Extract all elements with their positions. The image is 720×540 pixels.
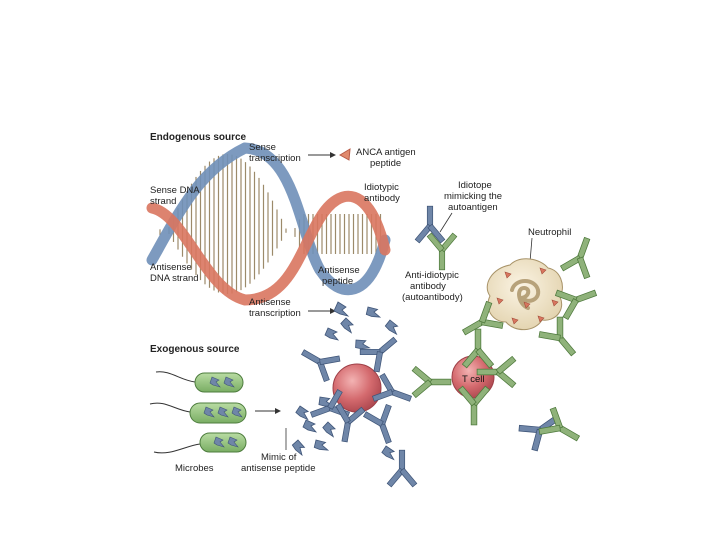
- sense-transcription-label-2: transcription: [249, 153, 301, 164]
- idiotope-pointer: [440, 213, 452, 232]
- idiotypic-label-2: antibody: [364, 193, 400, 204]
- neutrophil: [487, 259, 562, 330]
- mimic-label-2: antisense peptide: [241, 463, 315, 474]
- anca-peptide-icon: [340, 149, 350, 160]
- idiotypic-label: Idiotypic: [364, 182, 399, 193]
- sense-dna-label: Sense DNA: [150, 185, 200, 196]
- antisense-transcription-label-2: transcription: [249, 308, 301, 319]
- microbe-flagellum: [154, 444, 200, 453]
- microbe-flagellum: [150, 403, 190, 412]
- idiotope-label-3: autoantigen: [448, 202, 498, 213]
- t-cell-label: T cell: [462, 374, 485, 385]
- antisense-peptide: [303, 420, 316, 432]
- endogenous-heading: Endogenous source: [150, 132, 247, 143]
- anti-idiotypic-label-2: antibody: [410, 281, 446, 292]
- antisense-dna-label: Antisense: [150, 262, 192, 273]
- sense-arrowhead: [330, 152, 336, 158]
- antibodies: [295, 206, 601, 487]
- antibody: [295, 339, 342, 383]
- antibody: [412, 366, 451, 397]
- microbes-label: Microbes: [175, 463, 214, 474]
- neutrophil-body: [487, 259, 562, 330]
- antisense-peptide-icon: [334, 302, 348, 316]
- anti-idiotypic-label: Anti-idiotypic: [405, 270, 459, 281]
- neutrophil-label: Neutrophil: [528, 227, 571, 238]
- antisense-peptide-label-2: peptide: [322, 276, 353, 287]
- antisense-peptide: [384, 319, 400, 334]
- antibody: [362, 403, 402, 448]
- antisense-peptide: [325, 328, 338, 340]
- antibody: [537, 406, 586, 452]
- antisense-peptide: [381, 445, 396, 459]
- antisense-peptide: [321, 421, 337, 437]
- antisense-peptide: [365, 305, 380, 319]
- neutrophil-pointer: [530, 238, 532, 262]
- microbes: [150, 372, 246, 453]
- anca-label-2: peptide: [370, 158, 401, 169]
- antisense-dna-label-2: DNA strand: [150, 273, 199, 284]
- sense-transcription-label: Sense: [249, 142, 276, 153]
- antisense-peptide-label: Antisense: [318, 265, 360, 276]
- microbe-1: [195, 373, 243, 392]
- microbe-arrowhead: [275, 408, 281, 414]
- antisense-transcription-label: Antisense: [249, 297, 291, 308]
- antisense-peptide: [295, 405, 310, 419]
- antisense-peptide: [313, 438, 328, 452]
- antibody: [559, 233, 602, 280]
- microbe-flagellum: [156, 372, 195, 382]
- anca-label: ANCA antigen: [356, 147, 416, 158]
- exogenous-heading: Exogenous source: [150, 344, 240, 355]
- idiotope-label-2: mimicking the: [444, 191, 502, 202]
- anti-idiotypic-label-3: (autoantibody): [402, 292, 463, 303]
- microbe-3: [200, 433, 246, 452]
- antibody: [537, 314, 586, 364]
- idiotope-label: Idiotope: [458, 180, 492, 191]
- antisense-peptide: [339, 317, 355, 333]
- sense-dna-label-2: strand: [150, 196, 176, 207]
- mimic-label: Mimic of: [261, 452, 297, 463]
